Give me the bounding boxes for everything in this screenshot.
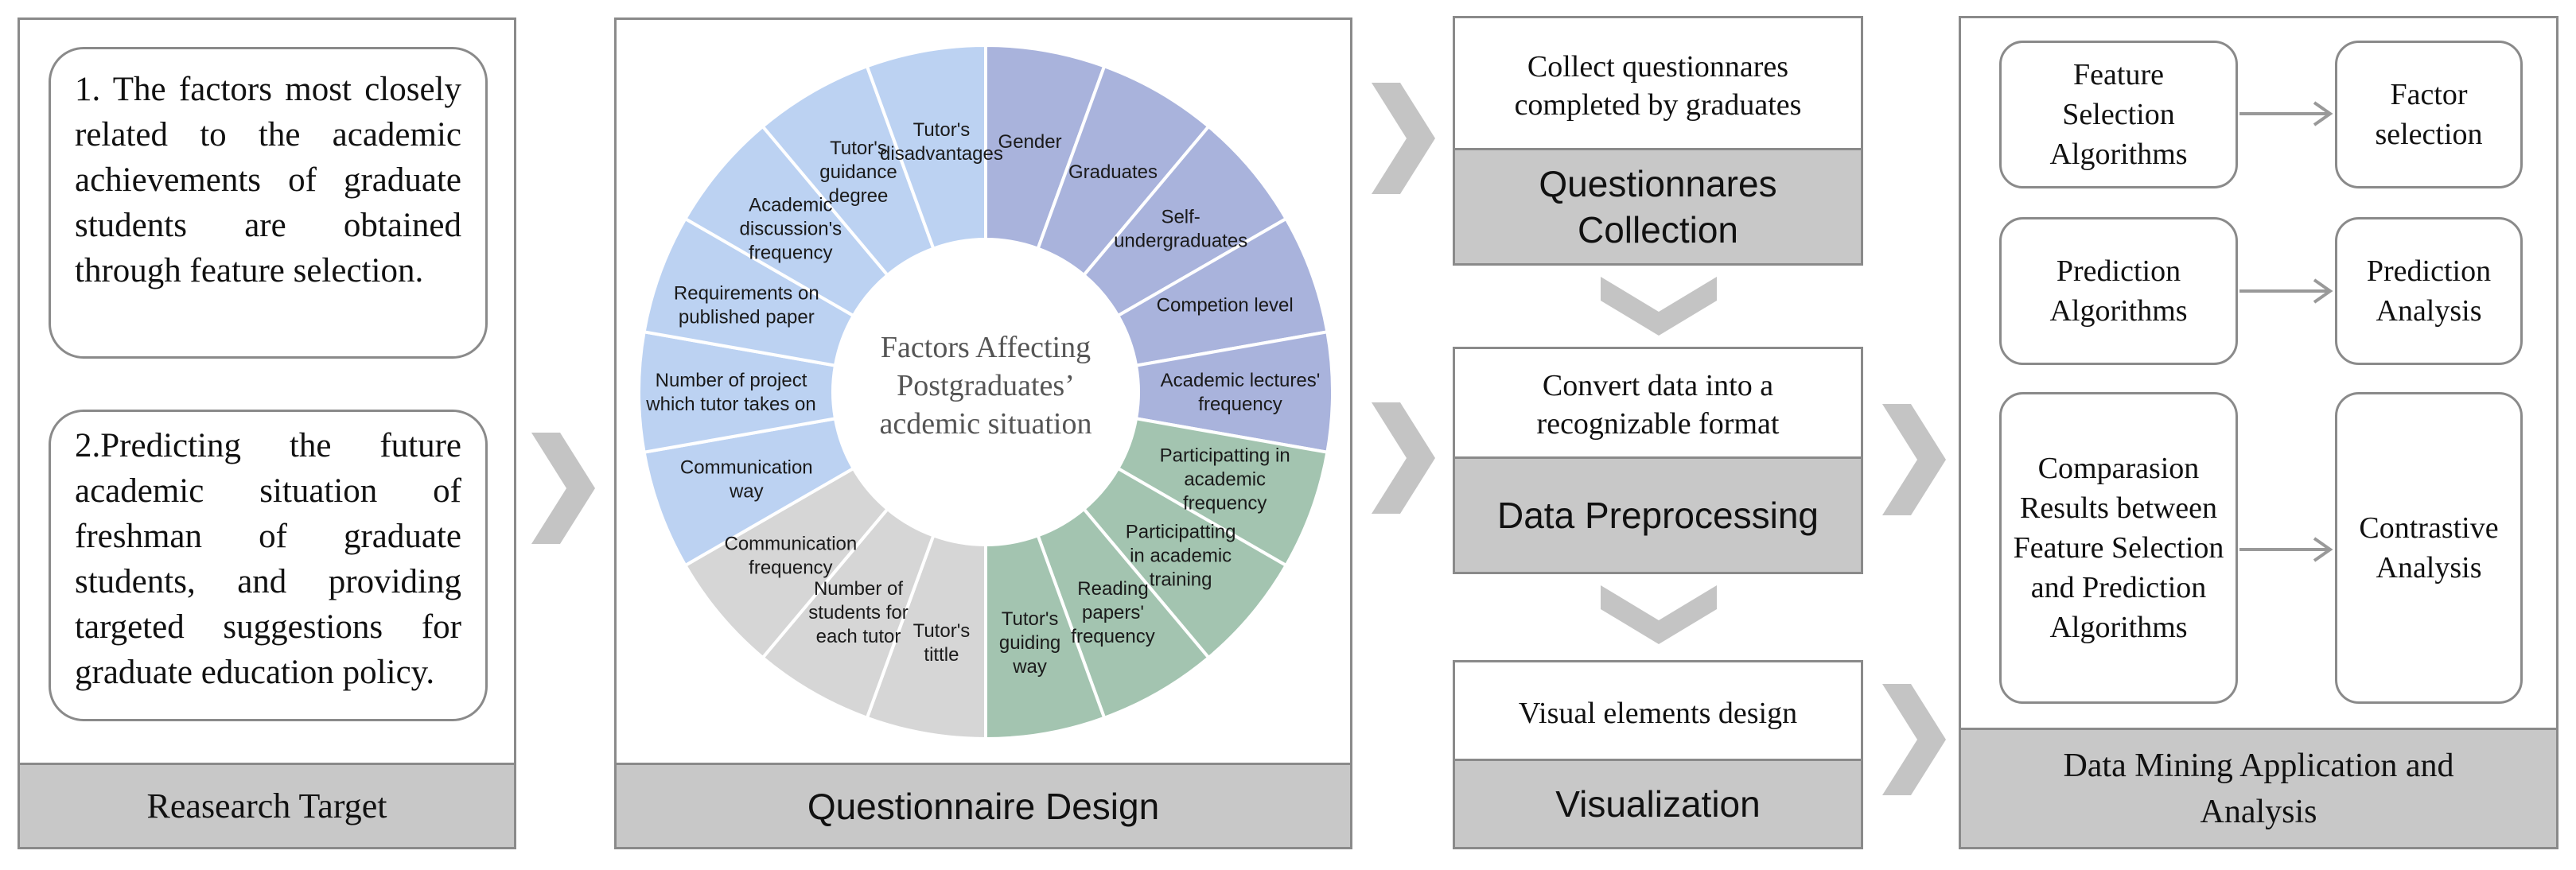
prediction-algorithms-text: Prediction Algorithms: [2049, 254, 2188, 328]
visualization-desc: Visual elements design: [1455, 662, 1861, 764]
collection-label: Questionnares Collection: [1455, 148, 1861, 263]
wheel-segment-label: Competion level: [1157, 295, 1294, 317]
wheel-segment-label: Self-undergraduates: [1114, 206, 1247, 251]
wheel-center-label: Postgraduates’: [897, 369, 1075, 402]
data-mining-panel: Feature Selection Algorithms Factor sele…: [1959, 16, 2558, 849]
data-mining-footer: Data Mining Application and Analysis: [1961, 728, 2556, 847]
visualization-box: Visual elements design Visualization: [1453, 660, 1863, 849]
collection-label-text: Questionnares Collection: [1539, 163, 1777, 251]
wheel-segment: [865, 43, 987, 251]
goal-2-box: 2.Predicting the future academic situati…: [49, 410, 488, 721]
factor-selection-text: Factor selection: [2375, 78, 2483, 151]
goal-1-text: 1. The factors most closely related to t…: [75, 71, 461, 289]
contrastive-analysis-box: Contrastive Analysis: [2335, 392, 2523, 704]
goal-1-box: 1. The factors most closely related to t…: [49, 47, 488, 359]
data-mining-footer-label: Data Mining Application and Analysis: [2063, 747, 2454, 830]
collection-desc: Collect questionnares completed by gradu…: [1455, 18, 1861, 153]
research-target-panel: 1. The factors most closely related to t…: [18, 17, 516, 849]
wheel-center-label: acdemic situation: [880, 407, 1092, 441]
chevron-down-icon: [1601, 277, 1717, 336]
wheel-segment-label: Graduates: [1068, 161, 1158, 183]
goal-2-text: 2.Predicting the future academic situati…: [75, 427, 461, 691]
visualization-label: Visualization: [1455, 759, 1861, 847]
factor-wheel: GenderGraduatesSelf-undergraduatesCompet…: [637, 43, 1334, 741]
factor-selection-box: Factor selection: [2335, 41, 2523, 188]
chevron-down-icon: [1601, 585, 1717, 644]
wheel-center-label: Factors Affecting: [881, 331, 1091, 364]
research-target-footer-label: Reasearch Target: [146, 786, 387, 825]
contrastive-analysis-text: Contrastive Analysis: [2359, 511, 2499, 585]
collection-box: Collect questionnares completed by gradu…: [1453, 16, 1863, 266]
comparison-text: Comparasion Results between Feature Sele…: [2013, 452, 2224, 644]
feature-selection-box: Feature Selection Algorithms: [1999, 41, 2238, 188]
chevron-right-icon: [1372, 83, 1435, 194]
prediction-analysis-box: Prediction Analysis: [2335, 217, 2523, 365]
prediction-algorithms-box: Prediction Algorithms: [1999, 217, 2238, 365]
visualization-label-text: Visualization: [1555, 783, 1761, 825]
chevron-right-icon: [1882, 404, 1946, 515]
visualization-desc-text: Visual elements design: [1518, 697, 1798, 730]
wheel-segment-label: Academic lectures'frequency: [1161, 370, 1321, 415]
questionnaire-footer: Questionnaire Design: [617, 763, 1350, 847]
mining-arrows: [2239, 101, 2333, 562]
research-target-footer: Reasearch Target: [20, 763, 514, 847]
chevron-right-icon: [531, 433, 595, 544]
preprocessing-box: Convert data into a recognizable format …: [1453, 347, 1863, 574]
comparison-box: Comparasion Results between Feature Sele…: [1999, 392, 2238, 704]
chevron-right-icon: [1882, 684, 1946, 795]
wheel-segment-label: Gender: [998, 131, 1062, 153]
questionnaire-footer-label: Questionnaire Design: [807, 785, 1160, 827]
preprocessing-desc: Convert data into a recognizable format: [1455, 349, 1861, 460]
prediction-analysis-text: Prediction Analysis: [2366, 254, 2492, 328]
preprocessing-label: Data Preprocessing: [1455, 456, 1861, 572]
feature-selection-text: Feature Selection Algorithms: [2049, 58, 2188, 171]
preprocessing-desc-text: Convert data into a recognizable format: [1536, 369, 1780, 441]
preprocessing-label-text: Data Preprocessing: [1497, 495, 1819, 536]
collection-desc-text: Collect questionnares completed by gradu…: [1514, 50, 1802, 122]
chevron-right-icon: [1372, 402, 1435, 514]
